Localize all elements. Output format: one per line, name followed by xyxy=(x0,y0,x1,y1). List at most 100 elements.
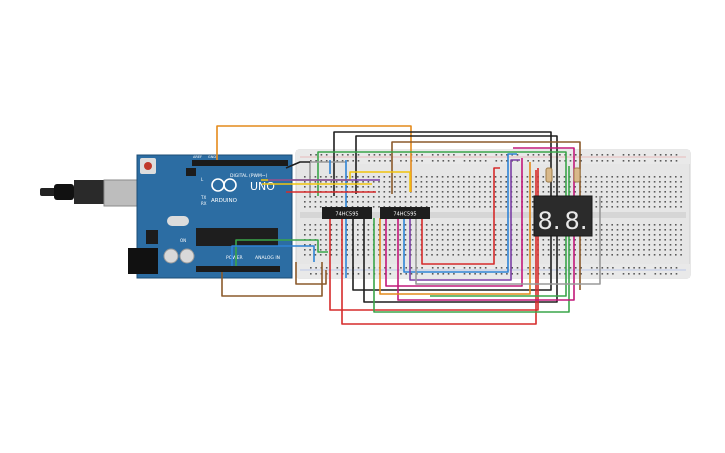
breadboard-hole xyxy=(526,239,529,241)
breadboard-hole xyxy=(367,249,370,251)
breadboard-hole xyxy=(563,181,566,183)
breadboard-hole xyxy=(447,254,449,256)
breadboard-hole xyxy=(601,154,604,156)
breadboard-hole xyxy=(330,254,333,256)
breadboard-hole xyxy=(563,239,566,241)
breadboard-hole xyxy=(612,160,614,162)
breadboard-hole xyxy=(643,176,645,178)
breadboard-hole xyxy=(347,267,349,269)
breadboard-hole xyxy=(357,206,359,208)
breadboard-hole xyxy=(447,160,450,162)
breadboard-hole xyxy=(447,267,450,269)
breadboard-hole xyxy=(563,254,566,256)
breadboard-hole xyxy=(505,186,507,188)
breadboard-hole xyxy=(478,186,481,188)
breadboard-hole xyxy=(478,249,481,251)
breadboard-hole xyxy=(612,273,614,275)
breadboard-hole xyxy=(399,206,401,208)
breadboard-hole xyxy=(558,254,560,256)
breadboard-hole xyxy=(653,254,656,256)
breadboard-hole xyxy=(309,244,311,246)
breadboard-hole xyxy=(569,160,572,162)
breadboard-hole xyxy=(669,224,672,226)
breadboard-hole xyxy=(659,229,661,231)
breadboard-hole xyxy=(425,196,428,198)
breadboard-hole xyxy=(388,254,391,256)
breadboard-hole xyxy=(532,160,535,162)
breadboard[interactable] xyxy=(295,149,691,279)
breadboard-hole xyxy=(368,160,370,162)
breadboard-hole xyxy=(627,239,629,241)
breadboard-hole xyxy=(421,154,423,156)
breadboard-hole xyxy=(648,249,651,251)
breadboard-hole xyxy=(664,201,666,203)
breadboard-hole xyxy=(335,196,338,198)
breadboard-hole xyxy=(632,196,635,198)
breadboard-hole xyxy=(659,201,661,203)
arduino-uno-board[interactable]: ARDUINO UNO DIGITAL (PWM~) POWER ANALOG … xyxy=(40,154,293,279)
breadboard-hole xyxy=(637,224,640,226)
reset-button-cap xyxy=(144,162,152,170)
breadboard-hole xyxy=(505,244,507,246)
breadboard-hole xyxy=(600,196,603,198)
seven-segment-display[interactable]: 8. 8. xyxy=(533,195,593,237)
breadboard-hole xyxy=(495,267,498,269)
breadboard-hole xyxy=(680,191,682,193)
breadboard-hole xyxy=(383,176,386,178)
breadboard-hole xyxy=(336,154,339,156)
breadboard-hole xyxy=(547,191,550,193)
breadboard-hole xyxy=(425,181,428,183)
breadboard-hole xyxy=(335,234,338,236)
breadboard-hole xyxy=(489,239,492,241)
breadboard-hole xyxy=(584,249,587,251)
breadboard-hole xyxy=(325,176,327,178)
breadboard-hole xyxy=(325,239,327,241)
breadboard-hole xyxy=(468,196,470,198)
shift-register-chips[interactable]: 74HC595 74HC595 xyxy=(322,207,430,219)
breadboard-hole xyxy=(399,191,401,193)
breadboard-hole xyxy=(346,229,348,231)
breadboard-hole xyxy=(362,206,364,208)
analog-label: ANALOG IN xyxy=(255,255,280,261)
wire-red xyxy=(421,167,500,265)
breadboard-hole xyxy=(643,154,646,156)
breadboard-hole xyxy=(612,267,614,269)
breadboard-hole xyxy=(335,201,338,203)
breadboard-hole xyxy=(637,244,640,246)
breadboard-hole xyxy=(452,224,454,226)
breadboard-hole xyxy=(468,254,470,256)
breadboard-hole xyxy=(616,206,619,208)
breadboard-hole xyxy=(394,181,396,183)
breadboard-hole xyxy=(479,160,482,162)
breadboard-hole xyxy=(516,196,518,198)
breadboard-hole xyxy=(436,249,439,251)
breadboard-hole xyxy=(346,176,348,178)
resistors[interactable] xyxy=(545,167,581,183)
breadboard-hole xyxy=(309,249,311,251)
breadboard-hole xyxy=(680,181,682,183)
breadboard-hole xyxy=(511,267,513,269)
breadboard-hole xyxy=(664,181,666,183)
breadboard-hole xyxy=(400,267,402,269)
breadboard-hole xyxy=(388,244,391,246)
breadboard-hole xyxy=(431,196,433,198)
breadboard-hole xyxy=(659,239,661,241)
breadboard-hole xyxy=(425,249,428,251)
breadboard-hole xyxy=(611,181,613,183)
breadboard-hole xyxy=(595,244,598,246)
breadboard-hole xyxy=(500,234,502,236)
breadboard-hole xyxy=(531,249,534,251)
capacitor xyxy=(163,248,179,264)
breadboard-hole xyxy=(606,267,609,269)
breadboard-hole xyxy=(341,160,344,162)
breadboard-hole xyxy=(596,267,598,269)
breadboard-hole xyxy=(457,186,460,188)
breadboard-hole xyxy=(595,234,598,236)
breadboard-hole xyxy=(680,239,682,241)
breadboard-hole xyxy=(452,234,454,236)
breadboard-hole xyxy=(388,181,391,183)
breadboard-hole xyxy=(394,249,396,251)
breadboard-hole xyxy=(543,160,545,162)
breadboard-hole xyxy=(383,191,386,193)
wire-orange xyxy=(379,162,531,295)
